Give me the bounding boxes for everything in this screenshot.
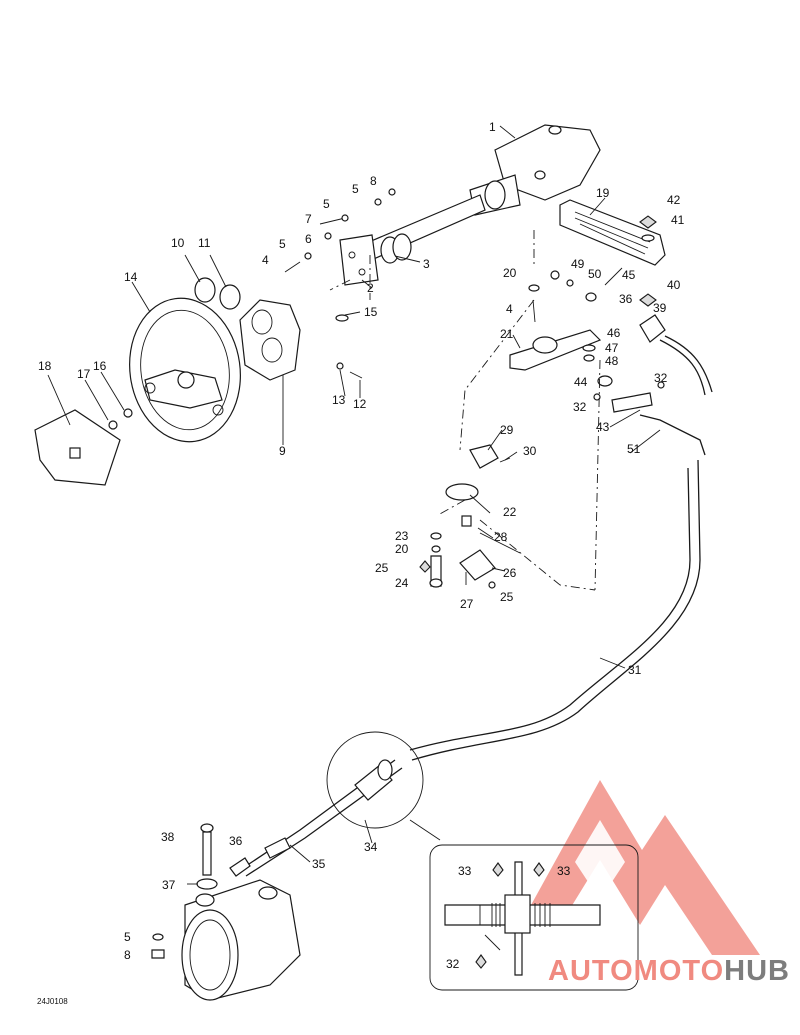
callout-label: 2	[367, 281, 374, 295]
callout-label: 19	[596, 186, 610, 200]
callout-label: 49	[571, 257, 585, 271]
callout-label: 36	[619, 292, 633, 306]
callout-label: 33	[458, 864, 472, 878]
callout-label: 38	[161, 830, 175, 844]
leader-lines	[329, 230, 601, 591]
watermark-segment-1: AUTOMOTO	[548, 955, 724, 987]
callout-label: 7	[305, 212, 312, 226]
callout-label: 28	[494, 530, 508, 544]
callout-label: 8	[124, 948, 131, 962]
callout-label: 51	[627, 442, 641, 456]
callout-label: 25	[375, 561, 389, 575]
callout-label: 6	[305, 232, 312, 246]
hardware	[284, 188, 665, 413]
callout-label: 4	[262, 253, 269, 267]
callout-label: 46	[607, 326, 621, 340]
steering-plate	[559, 199, 666, 266]
callout-label: 3	[423, 257, 430, 271]
callout-label: 22	[503, 505, 517, 519]
helm-assembly	[339, 124, 601, 286]
jet-nozzle	[151, 823, 301, 1001]
callout-label: 12	[353, 397, 367, 411]
detail-box	[429, 844, 639, 991]
callout-label: 24	[395, 576, 409, 590]
callout-label: 30	[523, 444, 537, 458]
callout-label: 5	[279, 237, 286, 251]
callout-label: 5	[323, 197, 330, 211]
callout-label: 41	[671, 213, 685, 227]
callout-label: 36	[229, 834, 243, 848]
callout-label: 26	[503, 566, 517, 580]
steering-wheel	[129, 297, 241, 443]
callout-label: 15	[364, 305, 378, 319]
callout-label: 32	[573, 400, 587, 414]
watermark-segment-2: HUB	[724, 955, 790, 987]
callout-label: 10	[171, 236, 185, 250]
watermark-text: AUTOMOTOHUB	[548, 955, 790, 987]
callout-label: 17	[77, 367, 91, 381]
callouts: 1 2 3 4 5 5 6 7 8 9 10 11 12 13 14 15 16…	[38, 120, 685, 971]
callout-label: 42	[667, 193, 681, 207]
callout-label: 8	[370, 174, 377, 188]
tilt-mechanism	[419, 444, 521, 589]
callout-label: 48	[605, 354, 619, 368]
cable-end	[639, 314, 713, 456]
callout-label: 1	[489, 120, 496, 134]
callout-label: 37	[162, 878, 176, 892]
callout-label: 34	[364, 840, 378, 854]
callout-leaders	[47, 125, 661, 885]
callout-label: 11	[198, 236, 211, 250]
callout-label: 5	[352, 182, 359, 196]
callout-label: 32	[654, 371, 668, 385]
callout-label: 20	[503, 266, 517, 280]
callout-label: 32	[446, 957, 460, 971]
callout-label: 21	[500, 327, 514, 341]
gauge-rings	[194, 277, 241, 310]
callout-label: 4	[506, 302, 513, 316]
callout-label: 23	[395, 529, 409, 543]
callout-label: 16	[93, 359, 107, 373]
steering-arm	[509, 329, 602, 371]
drawing-code: 24J0108	[37, 997, 68, 1006]
gauge-cover	[239, 299, 363, 381]
callout-label: 33	[557, 864, 571, 878]
detail-circle	[326, 731, 441, 841]
callout-label: 5	[124, 930, 131, 944]
center-pad	[34, 408, 133, 486]
callout-label: 20	[395, 542, 409, 556]
callout-label: 39	[653, 301, 667, 315]
callout-label: 13	[332, 393, 346, 407]
callout-label: 14	[124, 270, 138, 284]
callout-label: 9	[279, 444, 286, 458]
callout-label: 50	[588, 267, 602, 281]
watermark-logo	[520, 780, 760, 955]
callout-label: 40	[667, 278, 681, 292]
callout-label: 29	[500, 423, 514, 437]
callout-label: 44	[574, 375, 588, 389]
callout-label: 31	[628, 663, 642, 677]
callout-label: 25	[500, 590, 514, 604]
callout-label: 18	[38, 359, 52, 373]
callout-label: 43	[596, 420, 610, 434]
callout-label: 45	[622, 268, 636, 282]
callout-label: 27	[460, 597, 474, 611]
callout-label: 35	[312, 857, 326, 871]
callout-label: 47	[605, 341, 619, 355]
